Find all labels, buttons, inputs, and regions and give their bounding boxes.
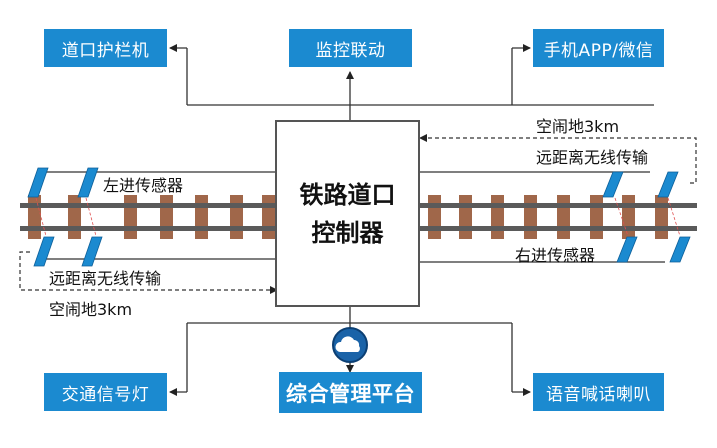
cloud-icon: [332, 327, 368, 363]
right-sensor-label: 右进传感器: [515, 246, 596, 265]
right-sensor-icon: [602, 171, 691, 263]
wireless-left-distance: 空闹地3km: [49, 300, 133, 319]
wireless-right-type: 远距离无线传输: [536, 148, 649, 167]
left-sensor-icon: [27, 167, 103, 267]
monitoring-linkage-label: 监控联动: [315, 40, 386, 61]
management-platform-box: 综合管理平台: [279, 372, 422, 413]
monitoring-linkage-box: 监控联动: [289, 29, 412, 67]
left-sensor-label: 左进传感器: [103, 176, 184, 195]
controller-title-line2: 控制器: [311, 218, 384, 247]
railway-crossing-controller: 铁路道口 控制器: [275, 120, 420, 307]
management-platform-label: 综合管理平台: [286, 381, 415, 406]
wireless-left-link: [19, 251, 278, 294]
controller-title-line1: 铁路道口: [299, 180, 396, 209]
wireless-right-link: [419, 134, 697, 184]
left-track-sleepers: [28, 195, 275, 239]
crossing-barrier-label: 道口护栏机: [61, 40, 150, 61]
mobile-app-box: 手机APP/微信: [533, 29, 664, 67]
traffic-light-box: 交通信号灯: [44, 373, 167, 411]
voice-speaker-box: 语音喊话喇叭: [533, 373, 664, 411]
wireless-left-type: 远距离无线传输: [49, 269, 162, 288]
voice-speaker-label: 语音喊话喇叭: [546, 384, 651, 405]
wireless-right-distance: 空闹地3km: [536, 117, 620, 136]
rails: [20, 203, 697, 231]
traffic-light-label: 交通信号灯: [61, 384, 150, 405]
mobile-app-label: 手机APP/微信: [543, 40, 654, 61]
right-track-sleepers: [428, 195, 668, 239]
crossing-barrier-box: 道口护栏机: [44, 29, 167, 67]
